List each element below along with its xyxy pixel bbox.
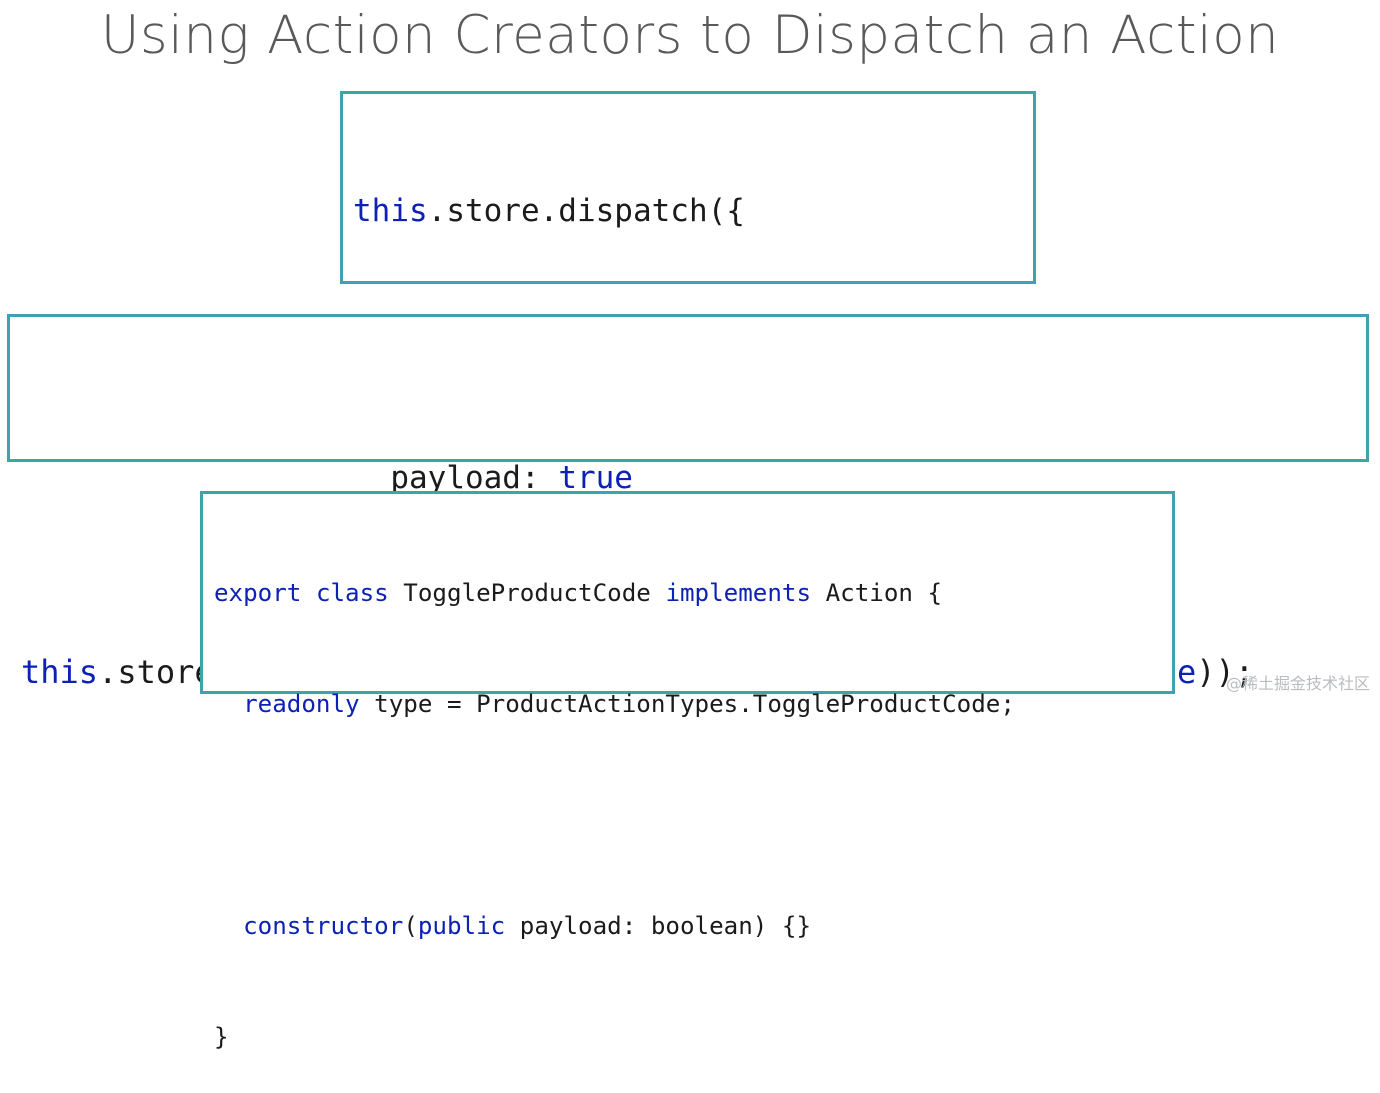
code-line <box>214 797 1172 834</box>
code-block-action-class: export class ToggleProductCode implement… <box>200 491 1175 1051</box>
code-line: export class ToggleProductCode implement… <box>214 575 1172 612</box>
code-text: type = ProductActionTypes.ToggleProductC… <box>359 690 1015 718</box>
code-text <box>214 912 243 940</box>
code-keyword: export <box>214 579 302 607</box>
code-keyword: constructor <box>243 912 404 940</box>
code-line: } <box>214 1019 1172 1056</box>
code-keyword: implements <box>665 579 812 607</box>
code-keyword: public <box>417 912 506 940</box>
code-keyword: this <box>353 193 428 229</box>
code-keyword: readonly <box>243 690 360 718</box>
code-text: ToggleProductCode <box>388 579 666 607</box>
code-text: Action { <box>811 579 943 607</box>
code-keyword: class <box>315 579 389 607</box>
code-line: this.store.dispatch({ <box>353 189 1033 234</box>
slide-title: Using Action Creators to Dispatch an Act… <box>100 5 1280 66</box>
code-text: payload: <box>353 460 559 496</box>
code-block-plain-action: this.store.dispatch({ type: 'TOGGLE_PROD… <box>340 91 1036 630</box>
code-block-action-creator-dispatch: this.store.dispatch(new productActions.T… <box>7 314 1369 691</box>
watermark: @稀土掘金技术社区 <box>1225 674 1370 693</box>
code-line: constructor(public payload: boolean) {} <box>214 908 1172 945</box>
code-text: .store.dispatch({ <box>427 193 745 229</box>
code-keyword: true <box>558 460 633 496</box>
code-keyword: this <box>21 653 99 691</box>
code-text: )); <box>1196 653 1254 691</box>
code-text: } <box>214 1023 229 1051</box>
code-line: payload: true <box>353 456 1033 501</box>
code-text <box>214 690 243 718</box>
code-text: payload: boolean) {} <box>505 912 812 940</box>
code-line: readonly type = ProductActionTypes.Toggl… <box>214 686 1172 723</box>
code-text: ( <box>403 912 418 940</box>
code-text <box>301 579 316 607</box>
code-text <box>214 801 229 829</box>
